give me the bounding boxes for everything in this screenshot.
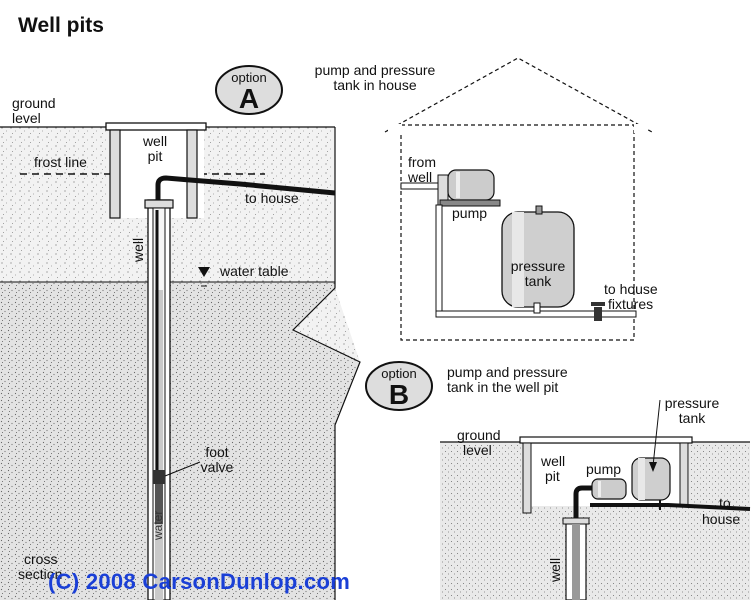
pit-pressure-tank-label-line2: tank [678,410,706,426]
from-well-label-line1: from [408,154,436,170]
pit-well-pit-label-line2: pit [545,468,560,484]
well-pit-label-line2: pit [147,148,163,164]
pit-pump-label: pump [586,461,622,477]
house-pressure-tank-label-line1: pressure [510,258,566,274]
house-inset [384,57,653,341]
option-a-description-line1: pump and pressure [314,62,436,78]
well-pit-label-line1: well [142,133,168,149]
to-house-label: to house [245,190,299,206]
copyright-notice: (C) 2008 CarsonDunlop.com [48,569,351,594]
pipe-to-house [155,175,336,205]
foot-valve-label-line1: foot [205,444,229,460]
pit-inset [440,399,751,600]
pit-well-label: well [547,557,563,582]
option-a-oval [215,65,283,115]
option-a-letter: A [238,83,260,114]
option-a-description-line2: tank in house [333,77,417,93]
to-house-fixtures-label-line2: fixtures [608,296,654,312]
pit-pressure-tank-label-line1: pressure [664,395,720,411]
house-pump-label: pump [452,205,488,221]
cross-section-label-line2: section [18,566,63,582]
option-b-word: option [381,366,417,381]
pit-well-pit-label-line1: well [541,453,566,469]
cross-section-label-line1: cross [24,551,58,567]
option-b-description-line1: pump and pressure [447,364,568,380]
house-pressure-tank-label-line2: tank [524,273,552,289]
well-label: well [130,237,146,262]
pit-ground-level-label-line1: ground [457,427,501,443]
frost-line-label: frost line [34,154,87,170]
option-b-oval [365,361,433,411]
main-soil [0,126,361,600]
option-b-description-line2: tank in the well pit [447,379,559,395]
from-well-label-line2: well [408,169,433,185]
water-table-label: water table [220,263,289,279]
pit-to-house-label-line1: to [719,495,731,511]
foot-valve-pointer [164,461,201,477]
diagram-title: Well pits [18,14,104,37]
ground-level-label-line2: level [12,110,41,126]
ground-level-label-line1: ground [12,95,56,111]
option-b-letter: B [388,379,410,410]
foot-valve-label-line2: valve [200,459,234,475]
pit-to-house-label-line2: house [702,511,741,527]
water-label: water [151,510,165,540]
to-house-fixtures-label-line1: to house [604,281,658,297]
pit-ground-level-label-line2: level [463,442,492,458]
option-a-word: option [231,70,267,85]
water-table-marker [198,267,210,287]
well-casing [144,199,174,600]
